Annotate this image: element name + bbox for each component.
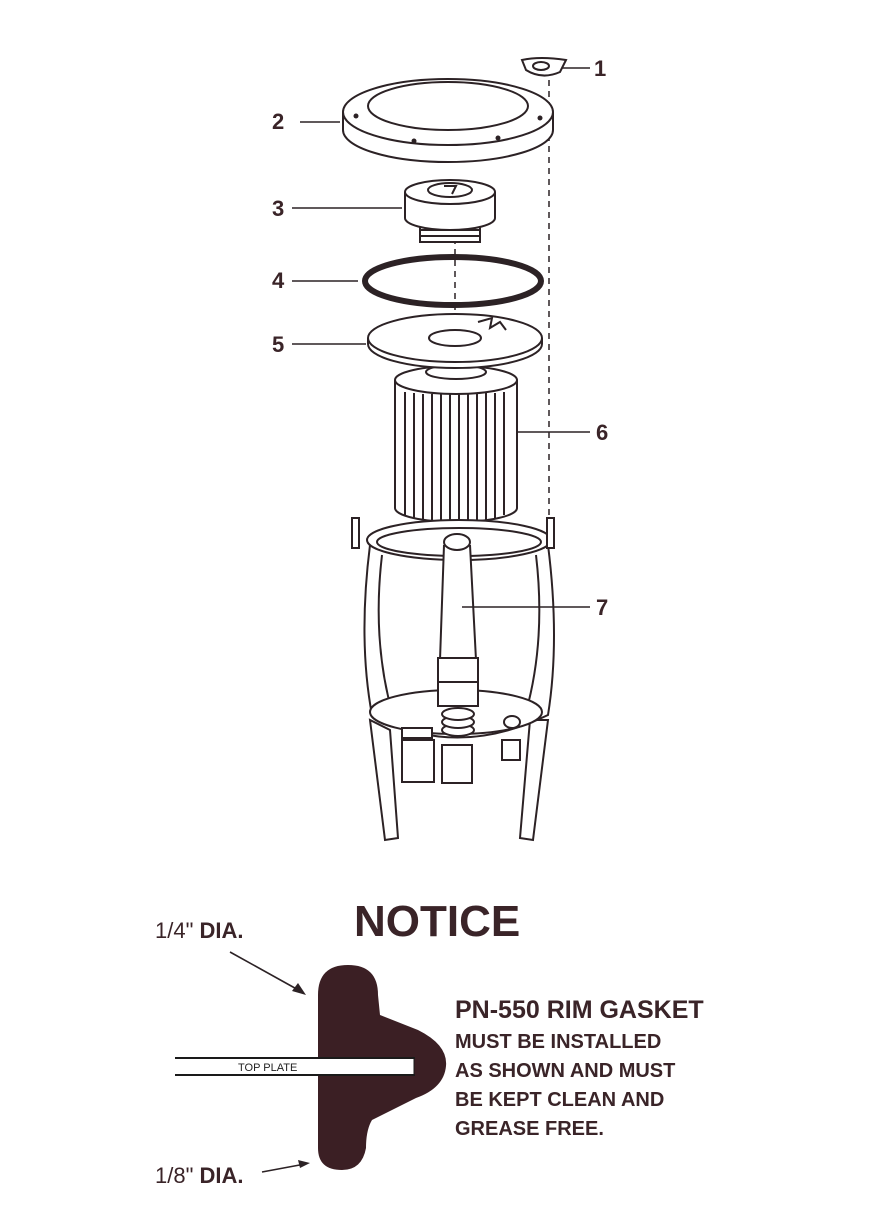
part-number-1: 1 bbox=[594, 56, 606, 81]
part-3-cap: 3 bbox=[272, 179, 496, 243]
notice-line-3: BE KEPT CLEAN AND bbox=[455, 1089, 664, 1111]
top-plate-label: TOP PLATE bbox=[238, 1062, 297, 1074]
top-plate bbox=[175, 1059, 414, 1074]
gasket-heading: PN-550 RIM GASKET bbox=[455, 996, 704, 1024]
part-5-plate: 5 bbox=[272, 313, 543, 369]
part-number-6: 6 bbox=[596, 420, 608, 445]
part-1-wing-nut: 1 bbox=[520, 56, 606, 81]
part-2-lid: 2 bbox=[272, 78, 554, 163]
part-number-5: 5 bbox=[272, 332, 284, 357]
part-6-filter-cartridge: 6 bbox=[394, 364, 608, 523]
notice-line-2: AS SHOWN AND MUST bbox=[455, 1060, 675, 1082]
bottom-diameter-label: 1/8" DIA. bbox=[155, 1163, 244, 1188]
part-7-tank: 7 bbox=[351, 517, 608, 842]
part-number-4: 4 bbox=[272, 268, 285, 293]
notice-line-1: MUST BE INSTALLED bbox=[455, 1031, 661, 1053]
part-4-o-ring: 4 bbox=[272, 254, 544, 308]
part-number-7: 7 bbox=[596, 595, 608, 620]
notice-title: NOTICE bbox=[354, 897, 520, 946]
bottom-diameter-arrow bbox=[261, 1163, 306, 1173]
notice-section: NOTICE 1/4" DIA. TOP PLATE 1/8" DIA. PN-… bbox=[155, 897, 704, 1188]
top-diameter-arrow bbox=[229, 951, 303, 993]
part-number-2: 2 bbox=[272, 109, 284, 134]
notice-line-4: GREASE FREE. bbox=[455, 1118, 604, 1140]
part-number-3: 3 bbox=[272, 196, 284, 221]
top-diameter-label: 1/4" DIA. bbox=[155, 918, 244, 943]
